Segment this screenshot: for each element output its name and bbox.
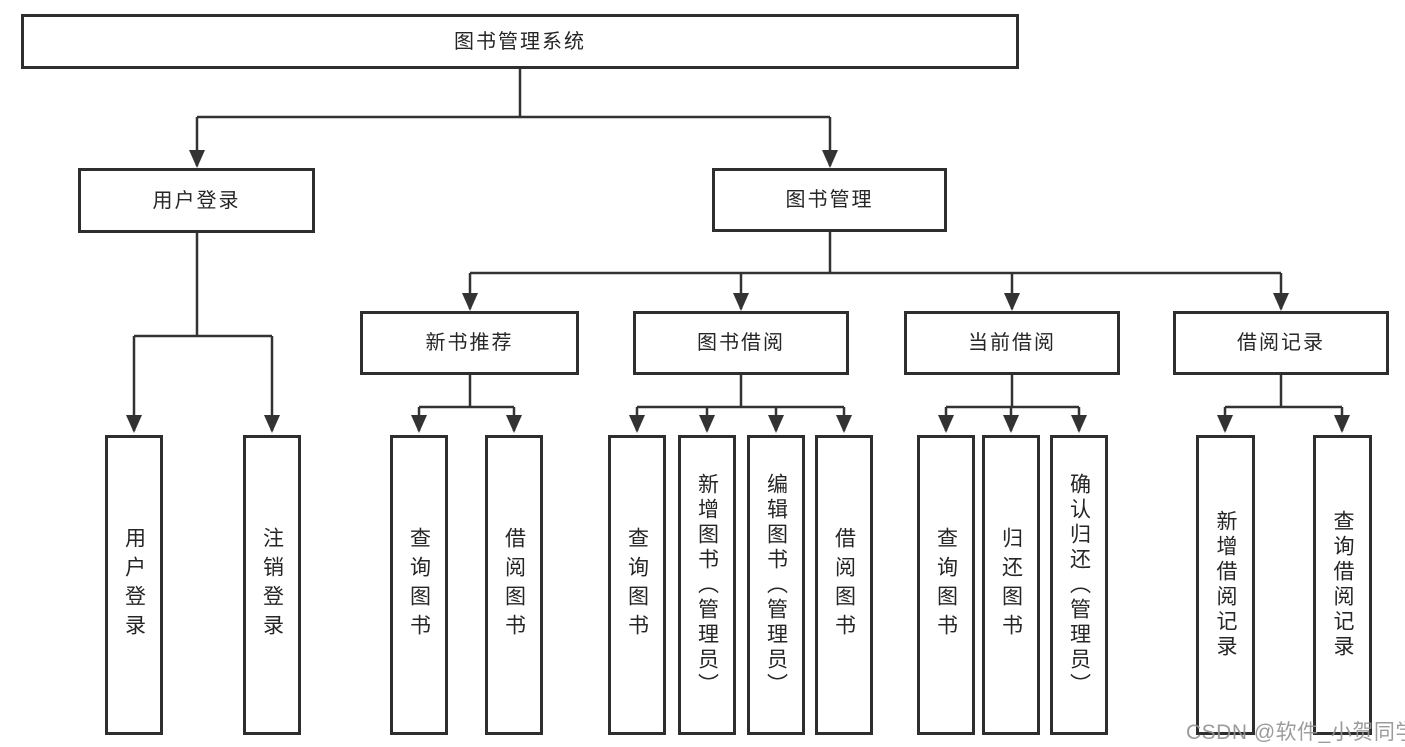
leaf-logout: 注销登录 <box>243 435 301 735</box>
leaf-cb-confirm-return-admin: 确认归还（管理员） <box>1050 435 1108 735</box>
leaf-br-add-record: 新增借阅记录 <box>1196 435 1255 735</box>
leaf-cb-query-books: 查询图书 <box>917 435 975 735</box>
node-new-book-recommend: 新书推荐 <box>360 311 579 375</box>
leaf-bb-add-books-admin: 新增图书（管理员） <box>678 435 736 735</box>
leaf-bb-edit-books-admin: 编辑图书（管理员） <box>747 435 805 735</box>
leaf-bb-query-books: 查询图书 <box>608 435 666 735</box>
node-book-borrow: 图书借阅 <box>633 311 849 375</box>
leaf-bb-borrow-books: 借阅图书 <box>815 435 873 735</box>
node-user-login: 用户登录 <box>78 168 315 233</box>
leaf-nb-query-books: 查询图书 <box>390 435 448 735</box>
leaf-br-query-record: 查询借阅记录 <box>1313 435 1372 735</box>
leaf-cb-return-books: 归还图书 <box>982 435 1040 735</box>
node-book-management: 图书管理 <box>712 168 947 232</box>
node-borrow-records: 借阅记录 <box>1173 311 1389 375</box>
node-root: 图书管理系统 <box>21 14 1019 69</box>
node-current-borrow: 当前借阅 <box>904 311 1120 375</box>
leaf-user-login: 用户登录 <box>105 435 163 735</box>
csdn-watermark: CSDN @软件_小贺同学 <box>1186 721 1405 744</box>
leaf-nb-borrow-books: 借阅图书 <box>485 435 543 735</box>
